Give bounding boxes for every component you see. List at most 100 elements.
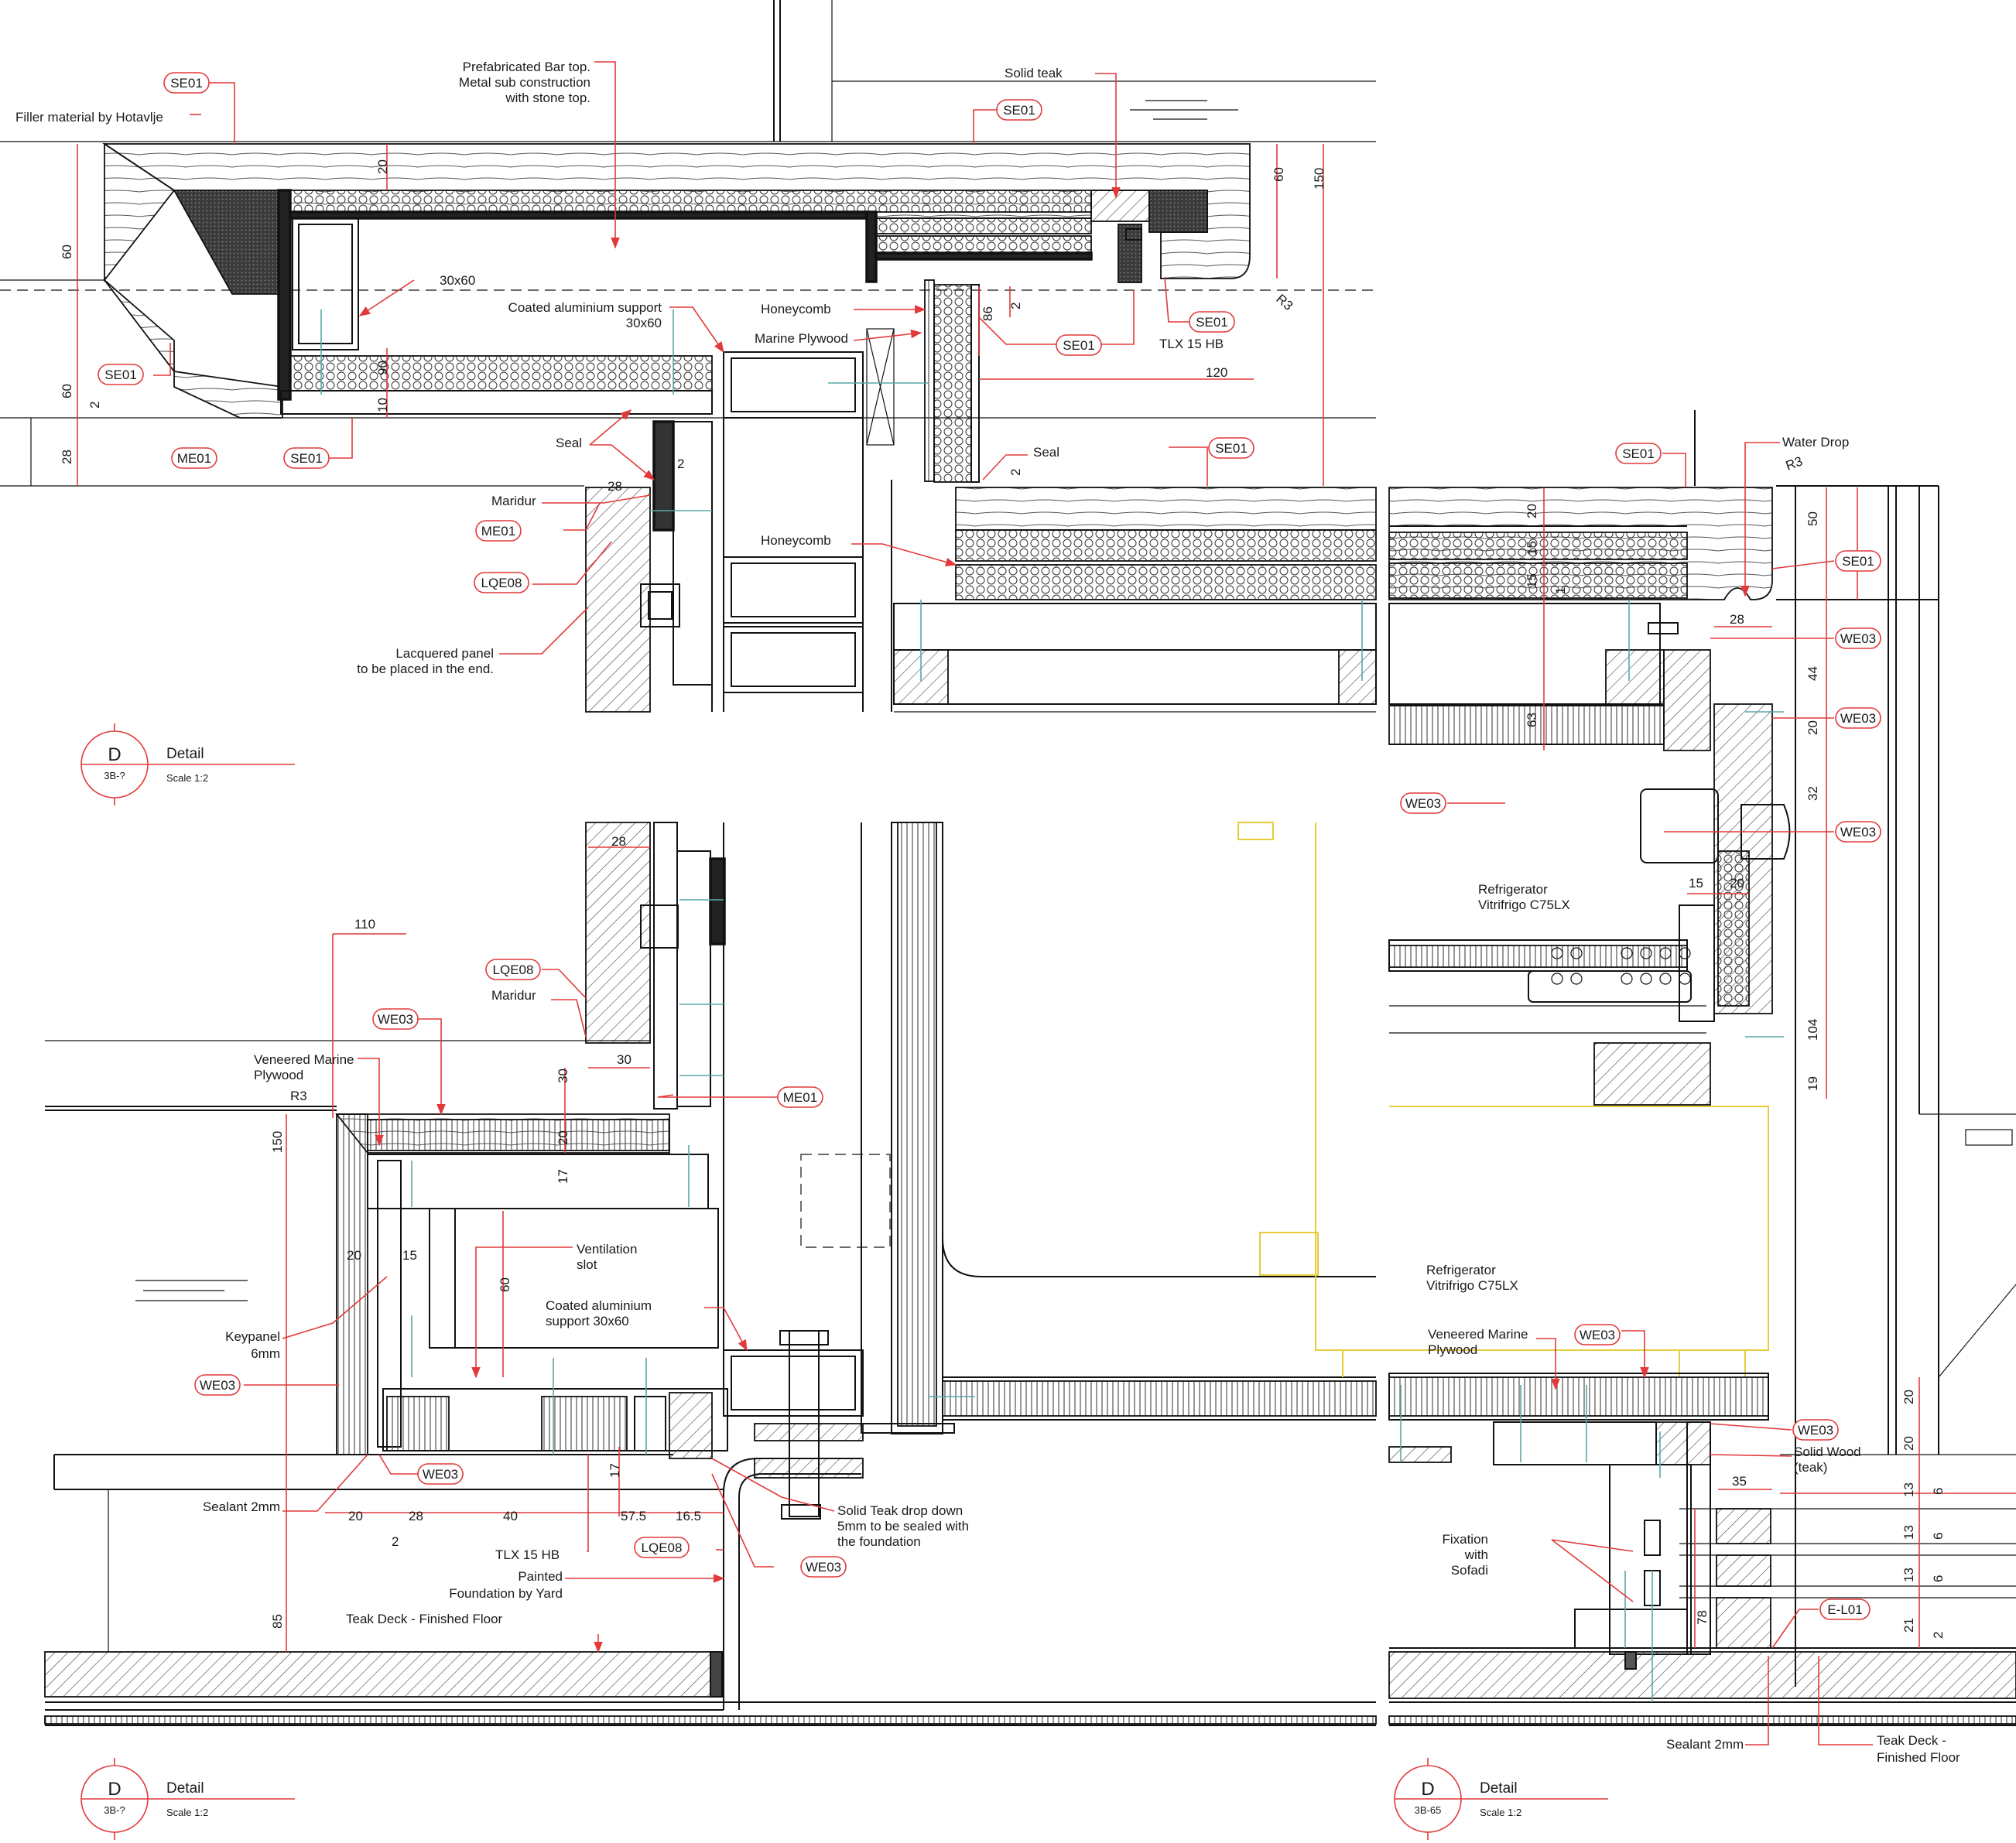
svg-text:SE01: SE01 [1003,103,1035,118]
tag-lqe08-2: LQE08 [485,959,541,980]
dim-1-d3: 1 [1553,587,1568,594]
detail-title-3: Detail [1480,1780,1518,1797]
detail-scale-1: Scale 1:2 [166,772,208,784]
detail-ref-3: 3B-65 [1415,1804,1442,1816]
label-vmp-b1: Veneered Marine [1428,1327,1528,1342]
svg-text:ME01: ME01 [481,524,515,539]
dim-20-d3e: 20 [1901,1436,1916,1451]
tag-we03-1: WE03 [372,1008,419,1030]
svg-text:WE03: WE03 [1840,711,1876,726]
dim-120: 120 [1206,365,1227,380]
dim-2-d3: 2 [1931,1632,1946,1639]
dim-30-b: 30 [617,1052,631,1067]
label-teak-deck-r1: Teak Deck - [1877,1733,1946,1748]
dim-13-c: 13 [1901,1568,1916,1582]
tag-se01-5: SE01 [98,364,144,385]
detail-ref-2: 3B-? [104,1804,125,1816]
leaders-d3 [1447,442,1873,1746]
dim-15-d3b: 15 [1525,573,1539,588]
tag-we03-10: WE03 [1792,1419,1839,1441]
dim-60-d2: 60 [498,1277,512,1292]
dim-r3-d3: R3 [1784,453,1805,473]
dim-6-a: 6 [1931,1488,1946,1495]
tag-we03-9: WE03 [1574,1324,1621,1345]
svg-text:WE03: WE03 [1840,825,1876,839]
label-prefab-1: Prefabricated Bar top. [463,60,590,74]
screws-d2 [411,899,975,1455]
detail-title-block-1: D 3B-? Detail Scale 1:2 [80,723,295,805]
dim-13-b: 13 [1901,1525,1916,1540]
detail-title-1: Detail [166,746,204,762]
label-fridge-a2: Vitrifrigo C75LX [1478,898,1570,912]
dim-10-d1: 10 [375,398,390,412]
detail-ref-1: 3B-? [104,770,125,781]
label-fridge-a1: Refrigerator [1478,882,1548,897]
dim-17-a: 17 [556,1169,570,1184]
label-solid-teak: Solid teak [1005,66,1063,80]
dim-150-d2: 150 [270,1131,285,1153]
tag-lqe08-3: LQE08 [634,1537,690,1558]
dim-78: 78 [1695,1610,1710,1625]
tag-se01-4: SE01 [1056,334,1102,356]
tag-we03-6: WE03 [1835,707,1881,729]
detail-top-left: 60 60 28 2 20 90 10 60 150 86 2 2 120 R3… [0,0,1377,805]
dim-90-d1: 90 [375,361,390,375]
detail-letter-2: D [108,1779,121,1800]
dim-86: 86 [981,306,995,321]
svg-text:SE01: SE01 [1063,338,1095,353]
dim-r3-d2: R3 [290,1089,307,1103]
label-teak-drop-2: 5mm to be sealed with [837,1519,969,1534]
label-teak-deck-r2: Finished Floor [1877,1750,1960,1765]
tag-we03-3: WE03 [417,1463,464,1485]
label-honeycomb-a: Honeycomb [761,302,831,316]
dim-6-c: 6 [1931,1575,1946,1582]
dim-20-d2b: 20 [347,1248,361,1263]
svg-text:SE01: SE01 [1196,315,1228,330]
label-vmp-b2: Plywood [1428,1342,1477,1357]
dim-20-d3d: 20 [1901,1390,1916,1404]
dimension-lines-d1 [77,144,1324,486]
label-teak-deck: Teak Deck - Finished Floor [346,1612,503,1626]
dim-6-b: 6 [1931,1533,1946,1540]
svg-text:WE03: WE03 [378,1012,413,1027]
svg-text:SE01: SE01 [104,368,137,382]
dim-35: 35 [1732,1474,1747,1489]
svg-text:LQE08: LQE08 [493,963,534,977]
tag-el01: E-L01 [1819,1599,1871,1620]
dim-28-d3: 28 [1730,612,1744,627]
label-coated-support-b2: support 30x60 [546,1314,629,1328]
label-fridge-b1: Refrigerator [1426,1263,1496,1277]
label-sealant-a: Sealant 2mm [203,1499,280,1514]
label-keypanel-2: 6mm [251,1346,280,1361]
label-lacquered-2: to be placed in the end. [357,662,494,676]
dim-50: 50 [1806,511,1820,526]
label-solid-wood-2: (teak) [1794,1460,1827,1475]
dim-28-d2b: 28 [409,1509,423,1523]
label-keypanel-1: Keypanel [225,1329,280,1344]
label-lacquered-1: Lacquered panel [395,646,494,661]
label-teak-drop-3: the foundation [837,1534,921,1549]
dimension-lines-d3 [1543,487,2016,1648]
tag-se01-3: SE01 [1189,311,1235,333]
dim-28-d2: 28 [611,834,626,849]
tag-we03-5: WE03 [1835,627,1881,649]
detail-right: 20 15 15 1 63 R3 50 28 44 20 32 15 20 10… [1259,410,2016,1840]
dim-20-d2c: 20 [348,1509,363,1523]
dim-28-d1b: 28 [608,479,622,494]
svg-text:SE01: SE01 [1622,446,1655,461]
label-marine-plywood: Marine Plywood [755,331,848,346]
svg-text:SE01: SE01 [290,451,323,466]
dim-44: 44 [1806,666,1820,681]
tag-se01-9: SE01 [1835,550,1881,572]
label-vmp-2: Plywood [254,1068,303,1082]
label-water-drop: Water Drop [1782,435,1849,450]
label-prefab-3: with stone top. [505,91,590,105]
label-honeycomb-b: Honeycomb [761,533,831,548]
dim-150-d1: 150 [1312,168,1326,190]
dim-15-d3a: 15 [1525,541,1539,556]
label-tlx-a: TLX 15 HB [1159,337,1224,351]
svg-text:ME01: ME01 [783,1090,817,1105]
dimension-lines-d2 [286,846,724,1652]
tag-we03-4: WE03 [800,1556,847,1578]
